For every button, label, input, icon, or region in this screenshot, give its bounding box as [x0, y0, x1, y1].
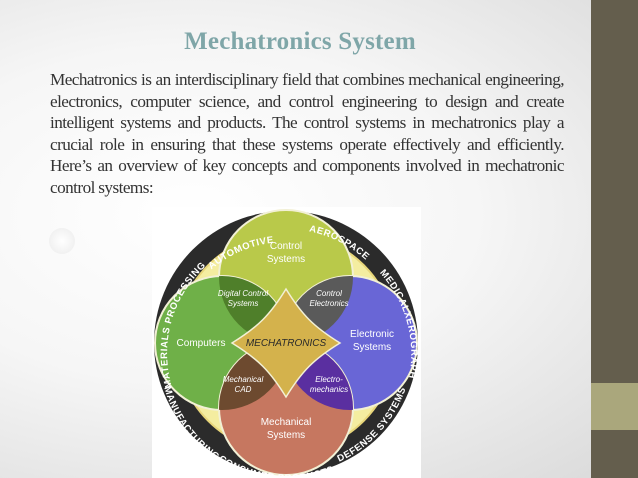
label-electronic: Electronic	[350, 329, 394, 340]
label-mechanical: Mechanical	[261, 417, 312, 428]
label-electro-2: mechanics	[310, 385, 348, 394]
bullet-dot-icon	[49, 228, 75, 254]
label-electro-1: Electro-	[315, 375, 343, 384]
side-accent-square	[591, 383, 638, 430]
center-star	[230, 287, 342, 399]
slide-body-text: Mechatronics is an interdisciplinary fie…	[50, 70, 565, 197]
slide-title: Mechatronics System	[184, 28, 416, 55]
mechatronics-diagram: Control Systems Computers Electronic Sys…	[152, 207, 421, 478]
label-systems-right: Systems	[353, 342, 391, 353]
diagram-svg: Control Systems Computers Electronic Sys…	[152, 207, 419, 478]
label-mechanical-cad-2: CAD	[235, 385, 252, 394]
label-mechanical-cad-1: Mechanical	[223, 375, 264, 384]
label-digital-control: Digital Control	[218, 289, 268, 298]
label-systems-top: Systems	[267, 254, 305, 265]
label-control-2: Control	[316, 289, 342, 298]
label-systems-bottom: Systems	[267, 430, 305, 441]
label-control: Control	[270, 241, 302, 252]
label-mechatronics: MECHATRONICS	[246, 338, 327, 349]
label-digital-systems: Systems	[228, 299, 259, 308]
label-electronics: Electronics	[309, 299, 348, 308]
label-computers: Computers	[177, 338, 226, 349]
